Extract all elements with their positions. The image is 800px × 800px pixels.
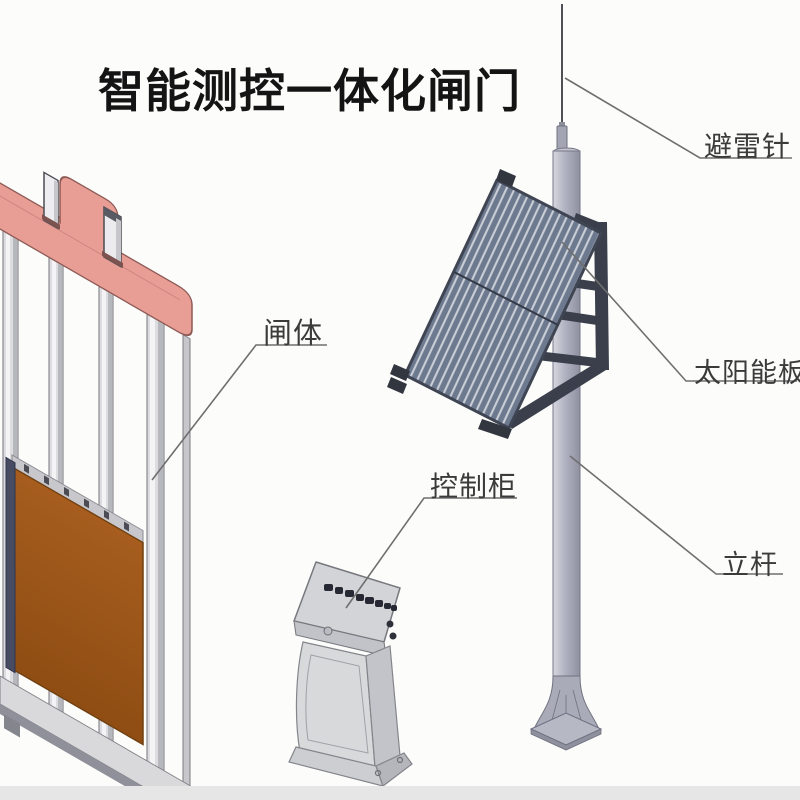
pole-base-flare [534, 675, 599, 728]
label-solar-panel: 太阳能板 [694, 358, 800, 388]
gate-leaf-edge-seal [5, 456, 16, 674]
gate-rail [146, 313, 165, 774]
cabinet-base-bolt [374, 769, 382, 777]
control-cabinet-illustration [288, 561, 413, 787]
label-control-cabinet: 控制柜 [430, 471, 518, 502]
label-pole: 立杆 [722, 550, 778, 580]
pole-base-plate-edge [530, 728, 602, 751]
leader-line-solar-panel [561, 241, 797, 382]
gate-lifting-post-2 [102, 205, 123, 269]
gate-lifting-post-1 [42, 171, 60, 230]
cabinet-door-outline [305, 654, 369, 754]
leader-lines [151, 77, 797, 609]
leader-line-gate-body [151, 344, 327, 481]
leader-line-pole [569, 455, 783, 575]
solar-panel-illustration [387, 169, 603, 439]
cabinet-panel-markings [324, 584, 397, 611]
cabinet-lock-knob [323, 626, 333, 636]
gate-top-beam [0, 176, 193, 337]
solar-panel-corner-tabs [387, 169, 516, 439]
cabinet-base-side [375, 752, 413, 787]
leader-line-control-cabinet [345, 497, 517, 609]
leader-line-lightning-rod [564, 77, 792, 159]
cabinet-base-bolt [396, 756, 404, 764]
solar-panel-divider [453, 271, 559, 326]
bottom-edge-strip [0, 786, 800, 800]
label-gate-body: 闸体 [263, 318, 324, 350]
label-lightning-rod: 避雷针 [704, 131, 792, 162]
gate-rail [182, 333, 191, 789]
gate-illustration [0, 171, 193, 800]
cabinet-hinge [389, 632, 397, 640]
cabinet-hinge [386, 620, 394, 628]
page-title: 智能测控一体化闸门 [98, 65, 521, 117]
